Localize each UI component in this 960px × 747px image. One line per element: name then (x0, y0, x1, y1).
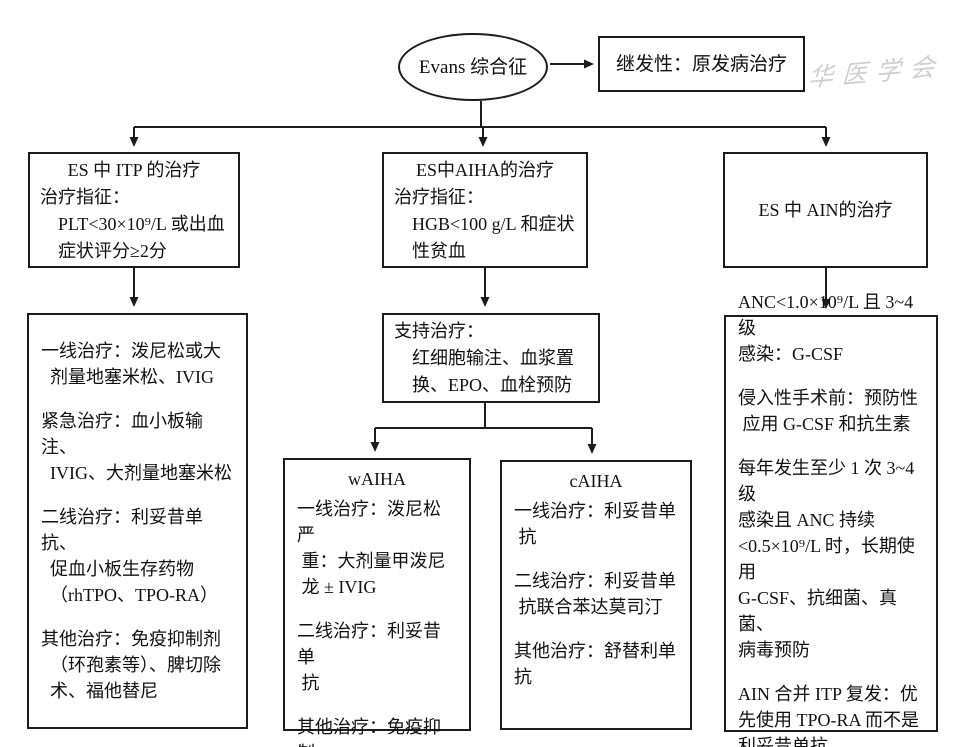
ain-top-title: ES 中 AIN的治疗 (758, 199, 893, 220)
aiha-top-box: ES中AIHA的治疗 治疗指征： HGB<100 g/L 和症状 性贫血 (382, 152, 588, 268)
waiha-second-line: 二线治疗：利妥昔单 抗 (297, 621, 441, 693)
secondary-label: 继发性：原发病治疗 (615, 53, 787, 75)
caiha-second-line: 二线治疗：利妥昔单 抗联合苯达莫司汀 (514, 571, 676, 617)
waiha-box: wAIHA 一线治疗：泼尼松严 重：大剂量甲泼尼 龙 ± IVIG 二线治疗：利… (283, 458, 471, 747)
caiha-title: cAIHA (569, 471, 623, 491)
secondary-treatment-box: 继发性：原发病治疗 (598, 36, 805, 92)
itp-top-body: 治疗指征： PLT<30×10⁹/L 或出血 症状评分≥2分 (40, 187, 225, 261)
caiha-first-line: 一线治疗：利妥昔单 抗 (514, 501, 676, 547)
caiha-other: 其他治疗：舒替利单 抗 (514, 641, 676, 687)
itp-first-line: 一线治疗：泼尼松或大 剂量地塞米松、IVIG (41, 341, 221, 387)
root-label: Evans 综合征 (418, 56, 528, 78)
aiha-support-body: 支持治疗： 红细胞输注、血浆置 换、EPO、血栓预防 (394, 321, 574, 395)
itp-top-box: ES 中 ITP 的治疗 治疗指征： PLT<30×10⁹/L 或出血 症状评分… (28, 152, 240, 268)
aiha-top-body: 治疗指征： HGB<100 g/L 和症状 性贫血 (394, 187, 575, 261)
itp-emergency: 紧急治疗：血小板输注、 IVIG、大剂量地塞米松 (41, 411, 232, 483)
aiha-top-title: ES中AIHA的治疗 (416, 160, 554, 180)
ain-gcsf: ANC<1.0×10⁹/L 且 3~4 级 感染：G-CSF (738, 291, 914, 364)
root-node-evans-syndrome: Evans 综合征 (398, 33, 548, 101)
ain-top-box: ES 中 AIN的治疗 (723, 152, 928, 268)
waiha-first-line: 一线治疗：泼尼松严 重：大剂量甲泼尼 龙 ± IVIG (297, 499, 446, 597)
itp-top-title: ES 中 ITP 的治疗 (67, 160, 201, 180)
itp-other: 其他治疗：免疫抑制剂 （环孢素等）、脾切除 术、福他替尼 (41, 629, 221, 701)
ain-recurrent-infection: 每年发生至少 1 次 3~4 级 感染且 ANC 持续 <0.5×10⁹/L 时… (738, 457, 915, 660)
waiha-title: wAIHA (348, 469, 406, 489)
caiha-box: cAIHA 一线治疗：利妥昔单 抗 二线治疗：利妥昔单 抗联合苯达莫司汀 其他治… (500, 460, 692, 730)
ain-treatment-box: ANC<1.0×10⁹/L 且 3~4 级 感染：G-CSF 侵入性手术前：预防… (724, 292, 938, 747)
itp-second-line: 二线治疗：利妥昔单抗、 促血小板生存药物 （rhTPO、TPO-RA） (41, 507, 219, 605)
ain-itp-relapse: AIN 合并 ITP 复发：优 先使用 TPO-RA 而不是 利妥昔单抗 (738, 683, 920, 747)
aiha-support-box: 支持治疗： 红细胞输注、血浆置 换、EPO、血栓预防 (382, 313, 600, 403)
ain-pre-surgery: 侵入性手术前：预防性 应用 G-CSF 和抗生素 (738, 387, 918, 434)
itp-treatment-box: 一线治疗：泼尼松或大 剂量地塞米松、IVIG 紧急治疗：血小板输注、 IVIG、… (27, 313, 248, 729)
